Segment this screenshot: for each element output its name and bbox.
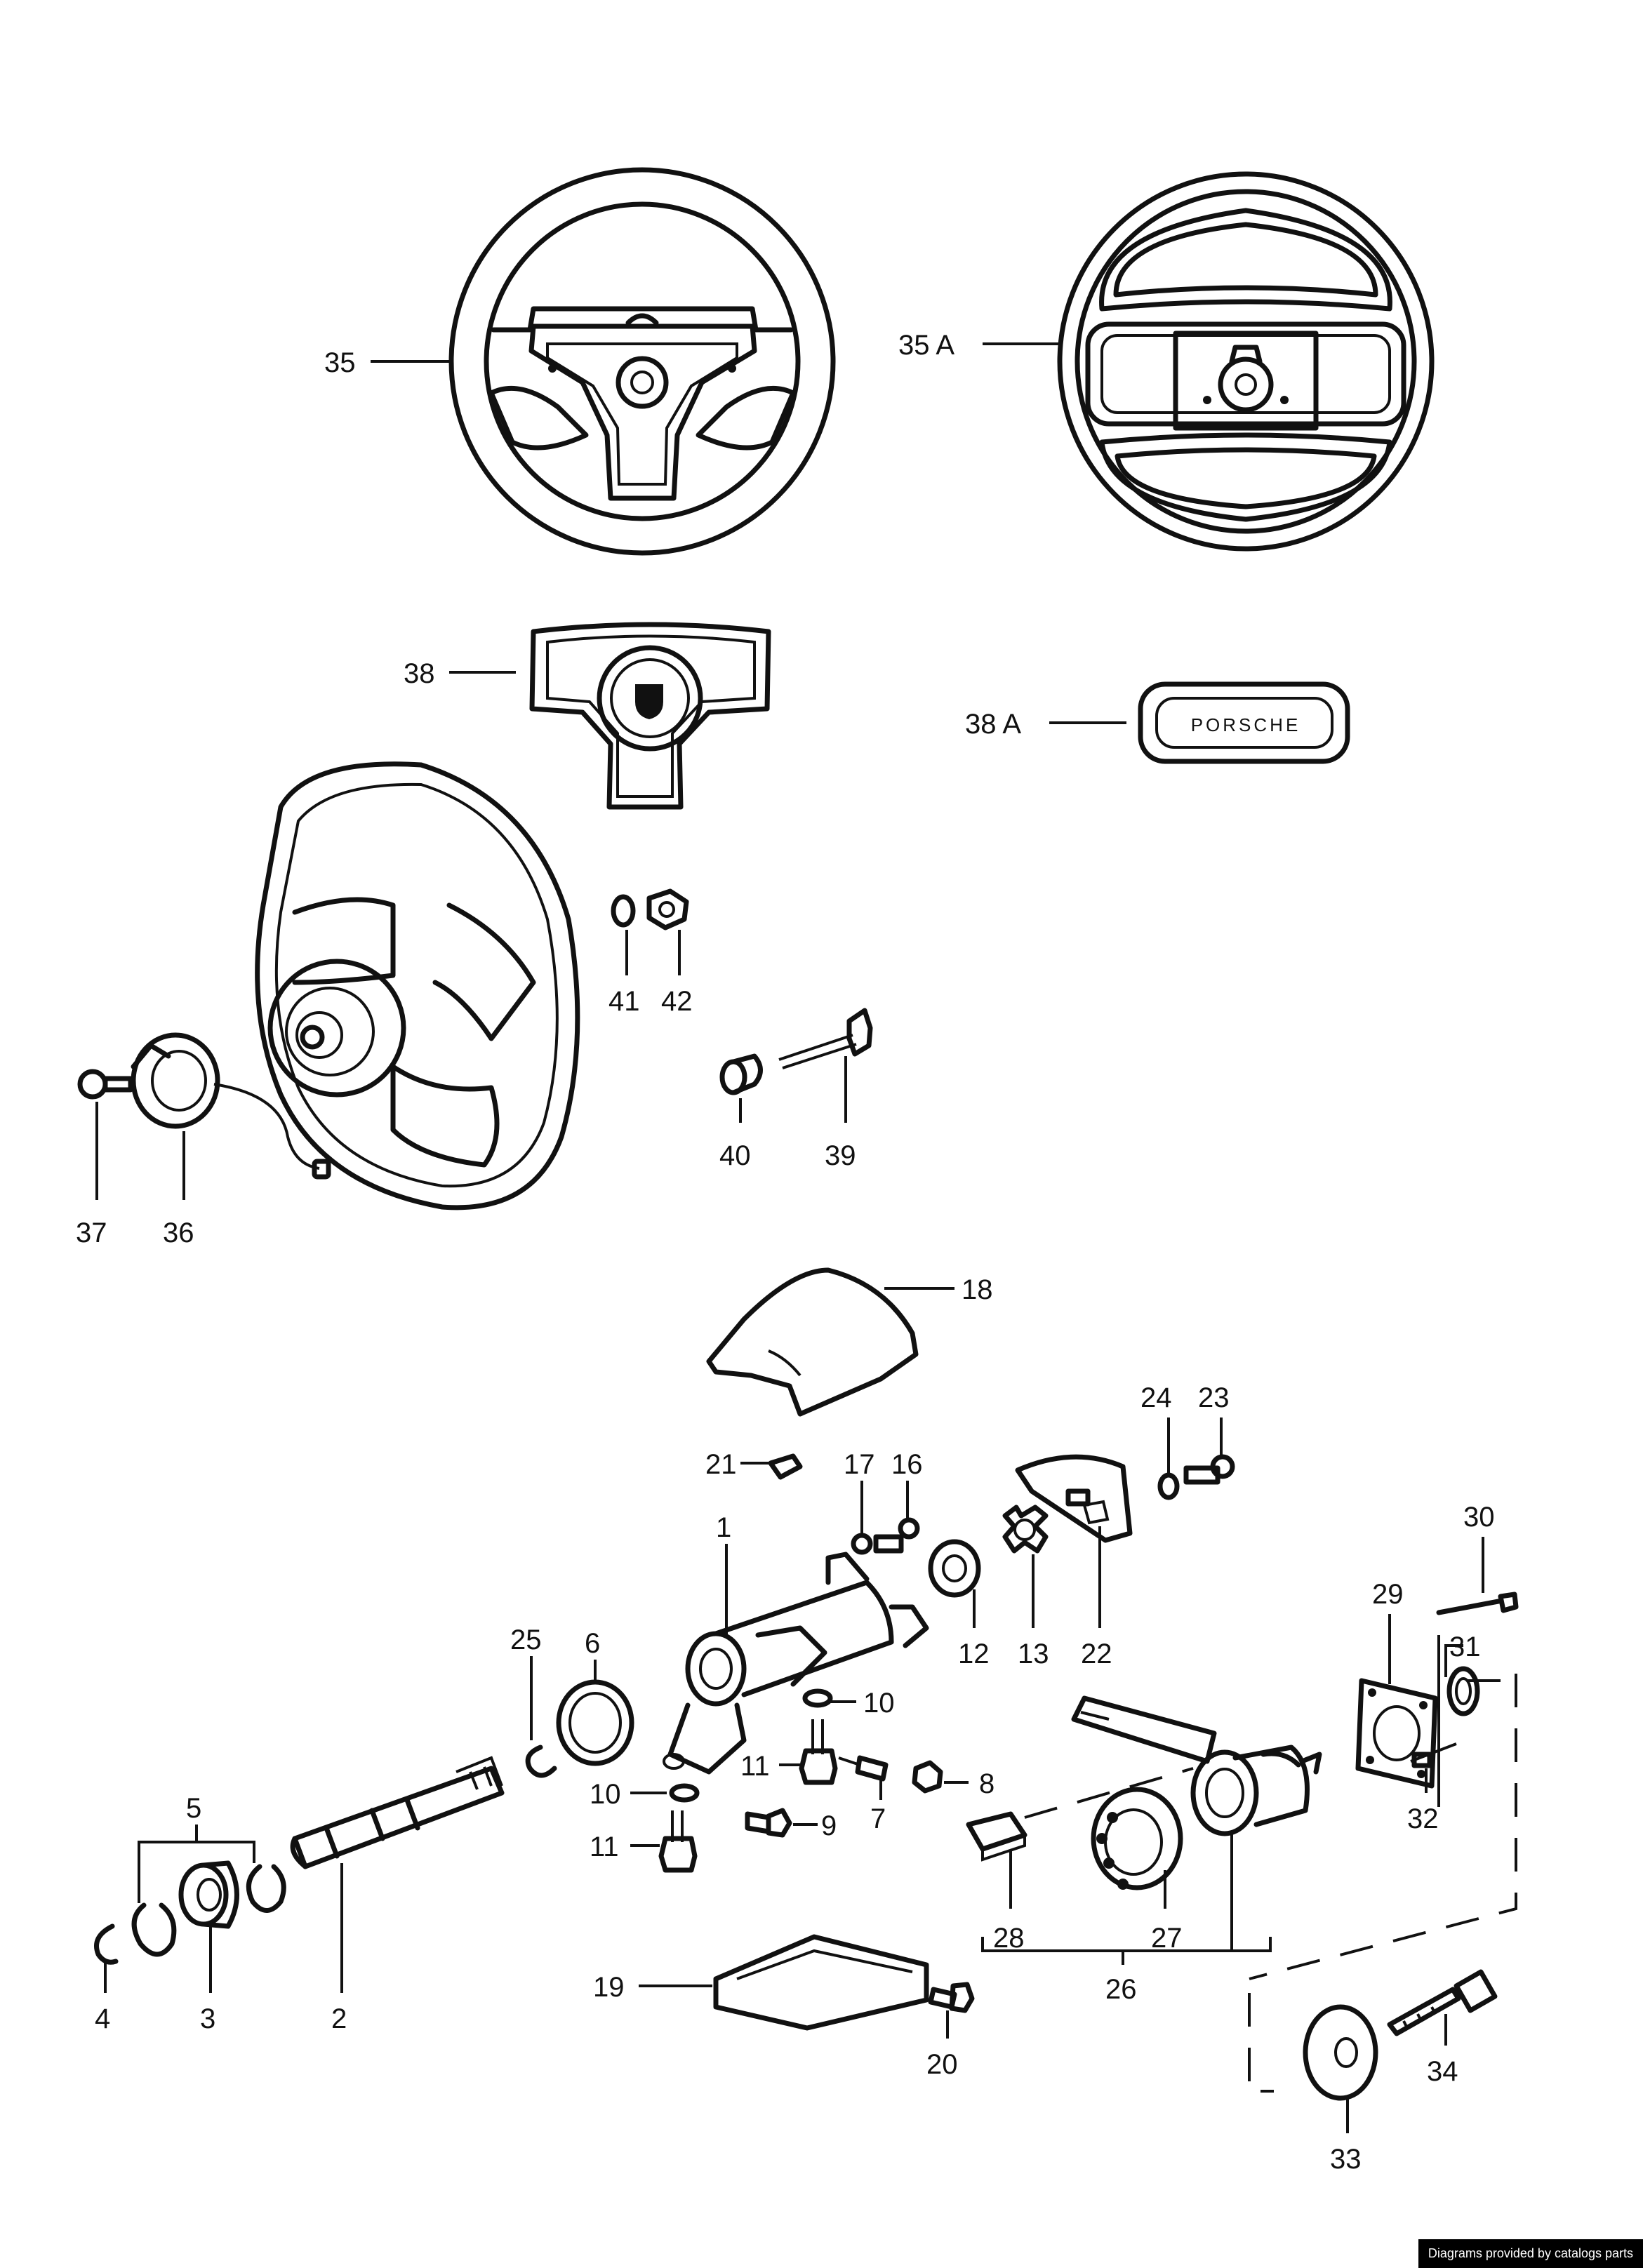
part-5-circlip-right — [246, 1864, 286, 1913]
label-21: 21 — [705, 1449, 737, 1480]
part-39-bolt — [778, 1008, 873, 1069]
part-4-circlip — [94, 1923, 119, 1965]
label-11a: 11 — [740, 1751, 770, 1782]
part-40-sleeve — [719, 1053, 763, 1095]
part-41-washer — [611, 894, 636, 928]
part-38a-horn-badge: PORSCHE — [1138, 681, 1350, 764]
label-26: 26 — [1105, 1974, 1137, 2005]
part-12-bearing — [928, 1539, 981, 1598]
part-32-pin — [1410, 1742, 1457, 1768]
label-40: 40 — [719, 1140, 751, 1171]
label-16: 16 — [891, 1449, 923, 1480]
part-26-lock-housing — [1071, 1695, 1322, 1836]
label-11b: 11 — [590, 1832, 619, 1862]
label-35: 35 — [324, 347, 356, 378]
label-17: 17 — [844, 1449, 875, 1480]
part-27-ignition-switch — [1091, 1787, 1183, 1890]
steering-wheel-perspective — [255, 761, 580, 1210]
label-29: 29 — [1372, 1579, 1404, 1610]
label-24: 24 — [1140, 1382, 1172, 1413]
part-20-screw — [928, 1982, 975, 2013]
part-19-lower-shroud — [713, 1934, 929, 2031]
label-25: 25 — [510, 1625, 542, 1655]
part-2-steering-shaft — [290, 1756, 505, 1869]
part-21-clip — [768, 1453, 803, 1480]
part-34-key — [1387, 1969, 1498, 2036]
label-22: 22 — [1081, 1639, 1112, 1669]
label-30: 30 — [1463, 1502, 1495, 1533]
part-13-spring — [1002, 1505, 1049, 1554]
label-10a: 10 — [863, 1688, 895, 1719]
part-5-circlip-left — [131, 1902, 177, 1957]
part-10-washer-lower — [669, 1783, 700, 1803]
label-39: 39 — [825, 1140, 856, 1171]
label-9: 9 — [821, 1810, 837, 1841]
part-42-nut — [646, 888, 689, 930]
part-9-screw — [745, 1808, 792, 1838]
part-36-contact-ring — [131, 1032, 331, 1180]
part-25-circlip — [525, 1745, 557, 1778]
label-12: 12 — [958, 1639, 990, 1669]
label-36: 36 — [163, 1218, 194, 1248]
label-38: 38 — [404, 658, 435, 689]
part-22-cancel-cam — [1015, 1454, 1133, 1543]
part-23-screw — [1183, 1454, 1235, 1485]
part-10-washer-upper — [802, 1688, 833, 1708]
part-17-washer — [851, 1533, 873, 1555]
label-2: 2 — [331, 2003, 347, 2034]
label-32: 32 — [1407, 1803, 1439, 1834]
part-18-upper-shroud — [706, 1267, 919, 1417]
label-33: 33 — [1330, 2144, 1362, 2175]
label-20: 20 — [926, 2049, 958, 2080]
label-27: 27 — [1151, 1923, 1183, 1954]
part-37-screw — [77, 1069, 133, 1100]
label-3: 3 — [200, 2003, 215, 2034]
part-35a-steering-wheel — [1057, 171, 1435, 552]
part-11-bolt-lower — [658, 1810, 698, 1873]
part-6-seal-ring — [556, 1679, 634, 1766]
label-18: 18 — [962, 1274, 993, 1305]
part-8-nut — [912, 1760, 943, 1794]
label-42: 42 — [661, 986, 693, 1017]
part-16-screw — [873, 1517, 920, 1554]
part-7-stud — [838, 1755, 889, 1782]
label-4: 4 — [95, 2003, 110, 2034]
label-6: 6 — [585, 1628, 600, 1659]
label-19: 19 — [593, 1972, 625, 2003]
part-3-bearing — [178, 1860, 239, 1929]
part-24-washer — [1157, 1472, 1180, 1500]
label-37: 37 — [76, 1218, 107, 1248]
label-41: 41 — [608, 986, 640, 1017]
label-5: 5 — [186, 1793, 201, 1824]
label-10b: 10 — [590, 1779, 621, 1810]
part-29-cover-plate — [1355, 1678, 1438, 1789]
part-28-switch — [966, 1811, 1027, 1862]
part-1-column-tube — [663, 1552, 929, 1775]
label-8: 8 — [979, 1768, 995, 1799]
label-28: 28 — [993, 1923, 1025, 1954]
label-38a: 38 A — [965, 709, 1021, 740]
part-35-steering-wheel — [448, 167, 836, 556]
label-13: 13 — [1018, 1639, 1049, 1669]
label-1: 1 — [716, 1512, 731, 1543]
part-33-washer — [1303, 2004, 1378, 2101]
credit-footer: Diagrams provided by catalogs parts — [1418, 2239, 1643, 2268]
label-7: 7 — [870, 1803, 886, 1834]
part-30-screw — [1436, 1592, 1519, 1615]
part-38-horn-pad — [529, 622, 771, 810]
label-34: 34 — [1427, 2056, 1458, 2087]
part-11-bolt-upper — [799, 1719, 838, 1785]
porsche-badge-text: PORSCHE — [1191, 714, 1301, 735]
label-35a: 35 A — [898, 330, 954, 361]
part-31-ring — [1446, 1666, 1480, 1716]
label-23: 23 — [1198, 1382, 1230, 1413]
